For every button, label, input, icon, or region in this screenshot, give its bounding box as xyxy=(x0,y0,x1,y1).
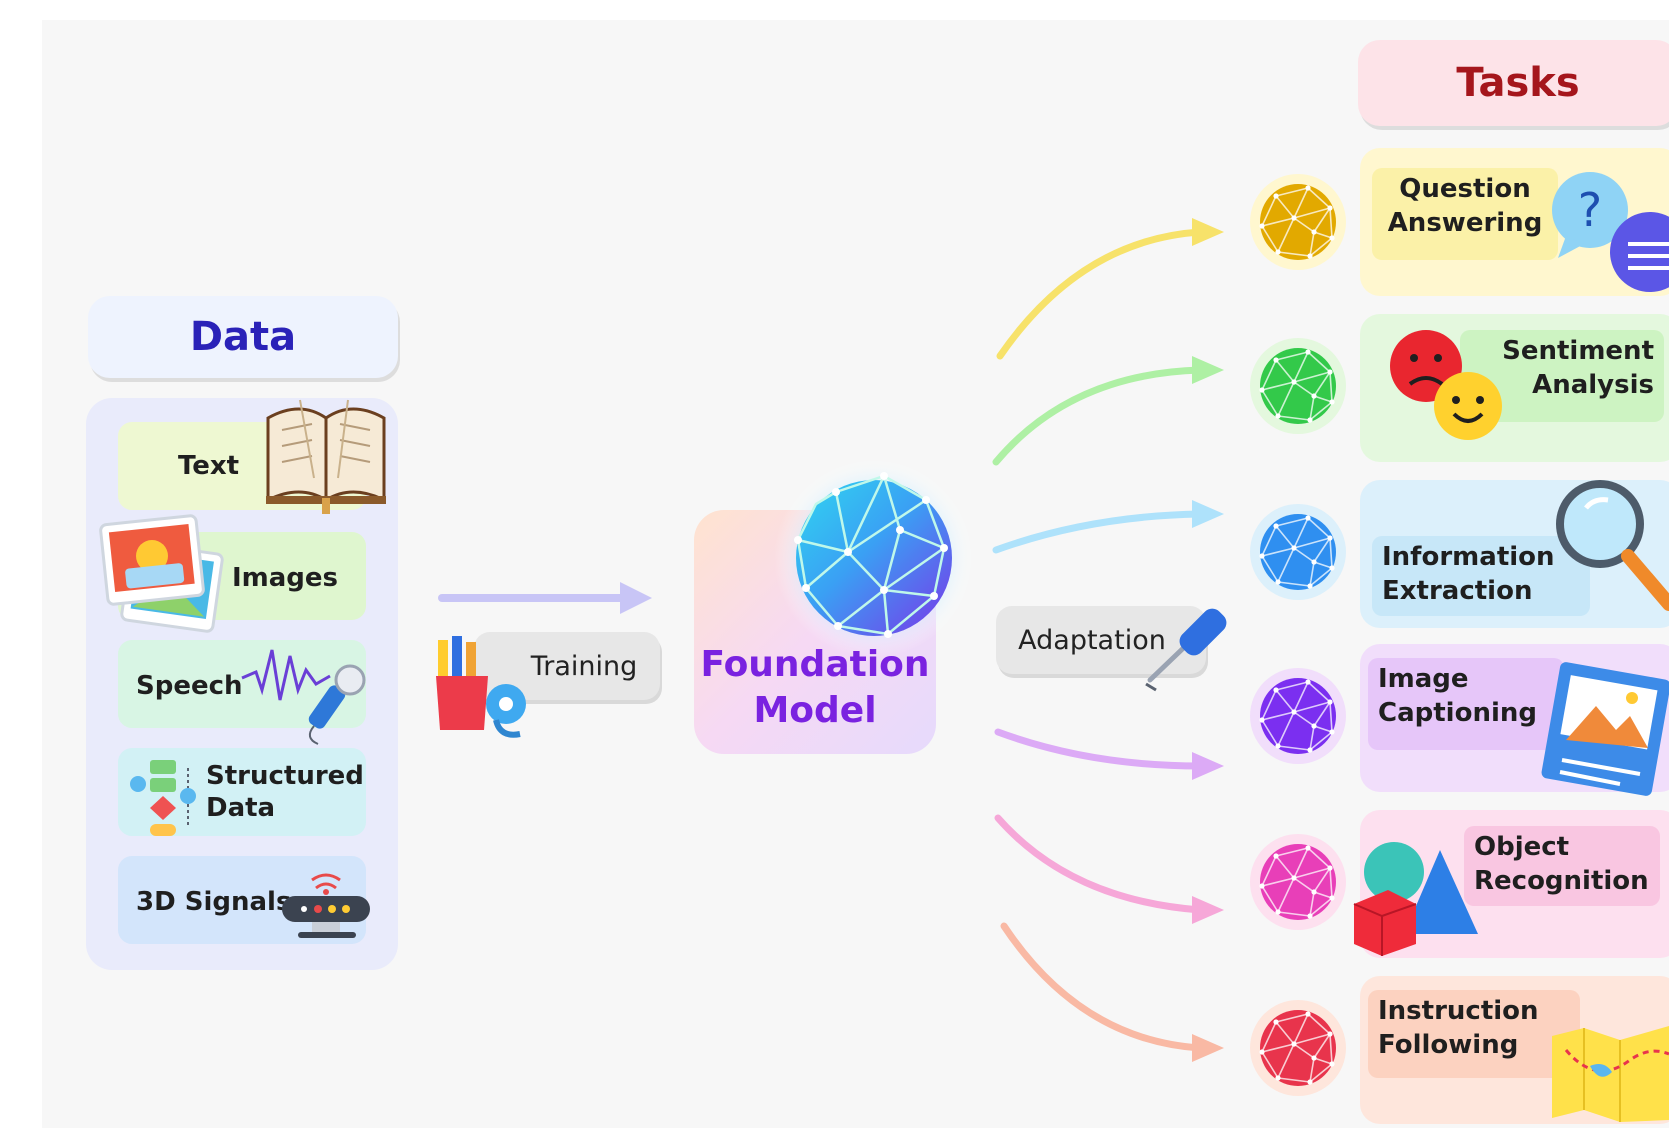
shapes-icon xyxy=(1353,842,1478,956)
arrow-information-extraction xyxy=(992,500,1224,554)
data-item-label: Text xyxy=(178,451,240,481)
task-label-line2: Following xyxy=(1378,1030,1519,1060)
sphere-icon xyxy=(1250,668,1346,764)
question-bubble-icon: ? xyxy=(1552,172,1669,292)
training-label: Training xyxy=(474,632,660,700)
task-label-line1: Sentiment xyxy=(1502,336,1654,366)
sphere-icon xyxy=(1250,834,1346,930)
task-label-line2: Recognition xyxy=(1474,866,1649,896)
task-label: Instruction Following xyxy=(1368,990,1580,1078)
book-icon xyxy=(266,399,386,514)
foundation-model-label-line2: Model xyxy=(753,690,877,731)
microphone-icon xyxy=(241,649,366,745)
task-label: Information Extraction xyxy=(1372,536,1590,616)
arrow-object-recognition xyxy=(994,814,1224,924)
flowchart-icon xyxy=(130,760,196,836)
task-label: Question Answering xyxy=(1372,168,1558,260)
data-item-label-line1: Structured xyxy=(206,761,364,791)
photos-icon xyxy=(99,514,224,633)
task-image-captioning: Image Captioning xyxy=(1360,644,1669,792)
sphere-icon xyxy=(1250,174,1346,270)
tasks-header: Tasks xyxy=(1358,40,1669,126)
task-label-line2: Answering xyxy=(1387,208,1543,238)
data-item-label: Images xyxy=(232,563,339,593)
picture-card-icon xyxy=(1541,662,1669,796)
task-label: Object Recognition xyxy=(1464,826,1660,906)
task-label-line2: Captioning xyxy=(1378,698,1537,728)
data-item-label: 3D Signals xyxy=(136,887,292,917)
svg-text:?: ? xyxy=(1578,183,1602,237)
task-label-line1: Object xyxy=(1474,832,1570,862)
router-icon xyxy=(282,873,370,938)
sphere-icon xyxy=(1250,338,1346,434)
task-label-line2: Analysis xyxy=(1532,370,1654,400)
task-label-line2: Extraction xyxy=(1382,576,1533,606)
emoji-faces-icon xyxy=(1390,330,1502,440)
arrow-instruction-following xyxy=(1000,922,1224,1062)
data-item-label-line2: Data xyxy=(206,793,276,823)
map-icon xyxy=(1552,1026,1669,1122)
task-label-line1: Information xyxy=(1382,542,1555,572)
data-item-label: Speech xyxy=(136,671,243,701)
magnifier-icon xyxy=(1556,480,1669,611)
task-label-line1: Instruction xyxy=(1378,996,1539,1026)
task-label: Sentiment Analysis xyxy=(1460,330,1664,422)
data-header: Data xyxy=(88,296,398,378)
task-label-line1: Image xyxy=(1378,664,1469,694)
arrow-question-answering xyxy=(996,218,1224,360)
sphere-icon xyxy=(1250,1000,1346,1096)
foundation-model-label: Foundation Model xyxy=(694,642,936,734)
arrow-image-captioning xyxy=(994,728,1224,780)
task-label-line1: Question xyxy=(1399,174,1531,204)
task-label: Image Captioning xyxy=(1368,658,1564,750)
sphere-icon xyxy=(1250,504,1346,600)
arrow-sentiment-analysis xyxy=(992,356,1224,466)
foundation-model-label-line1: Foundation xyxy=(700,644,930,685)
